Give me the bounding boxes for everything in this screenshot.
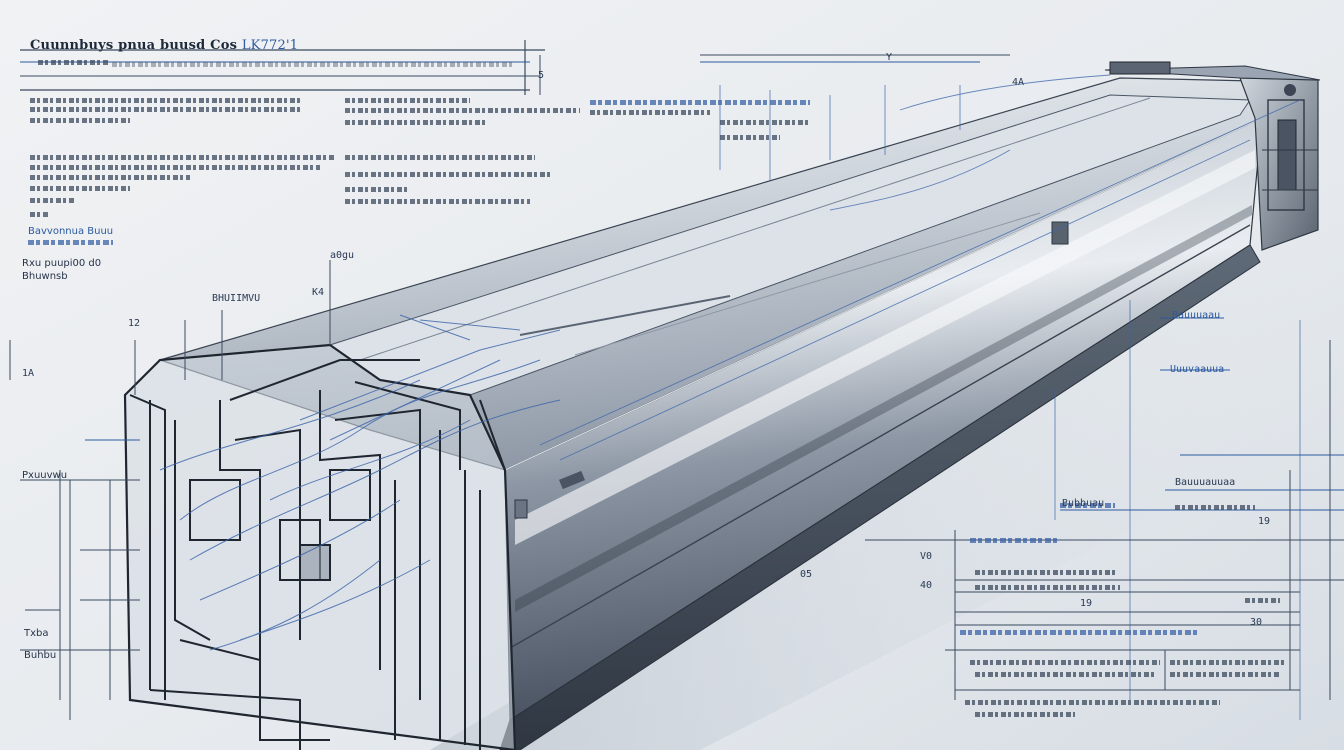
dim-label-top-y: Y bbox=[886, 52, 893, 63]
dim-label-top-5: 5 bbox=[538, 70, 545, 81]
label-right-9: 19 bbox=[1080, 598, 1093, 609]
dim-label-a0gu: a0gu bbox=[330, 250, 355, 261]
label-right-3: Bauuuauuaa bbox=[1175, 477, 1236, 488]
beam-far-end bbox=[1104, 61, 1321, 251]
label-right-8: 40 bbox=[920, 580, 933, 591]
dim-label-top-4a: 4A bbox=[1012, 77, 1025, 88]
label-right-5: V0 bbox=[920, 551, 933, 562]
beam-cross-section bbox=[123, 343, 517, 750]
title-block bbox=[20, 40, 1010, 95]
label-right-1: Bauuuaau bbox=[1172, 310, 1221, 321]
label-right-10: 30 bbox=[1250, 617, 1263, 628]
dim-label-bhuiimvu: BHUIIMVU bbox=[212, 293, 261, 304]
drawing-title: Cuunnbuys pnua buusd Cos LK772'1 bbox=[30, 38, 298, 53]
drawing-title-main: Cuunnbuys pnua buusd Cos bbox=[30, 38, 238, 53]
dim-label-12: 12 bbox=[128, 318, 141, 329]
steel-beam bbox=[157, 77, 1302, 750]
label-right-4: Bubbuau bbox=[1062, 498, 1105, 509]
label-left-4: Pxuuvwu bbox=[22, 470, 68, 481]
label-left-2: Rxu puupi00 d0 bbox=[22, 258, 102, 269]
label-left-tab-1: Txba bbox=[24, 628, 49, 639]
label-right-2: Uuuvaauua bbox=[1170, 364, 1225, 375]
drawing-title-code: LK772'1 bbox=[241, 38, 299, 53]
label-left-blue-1: Bavvonnua Buuu bbox=[28, 226, 114, 237]
dim-label-k4: K4 bbox=[312, 287, 325, 298]
left-dimension-lines bbox=[9, 260, 331, 720]
label-left-tab-2: Buhbu bbox=[24, 650, 57, 661]
dim-label-1a: 1A bbox=[22, 368, 35, 379]
spec-table bbox=[865, 317, 1344, 700]
construction-lines bbox=[539, 74, 1301, 720]
label-right-6: 19 bbox=[1258, 516, 1271, 527]
section-wiring bbox=[159, 314, 561, 651]
label-left-3: Bhuwnsb bbox=[22, 271, 68, 282]
label-right-7: 05 bbox=[800, 569, 813, 580]
